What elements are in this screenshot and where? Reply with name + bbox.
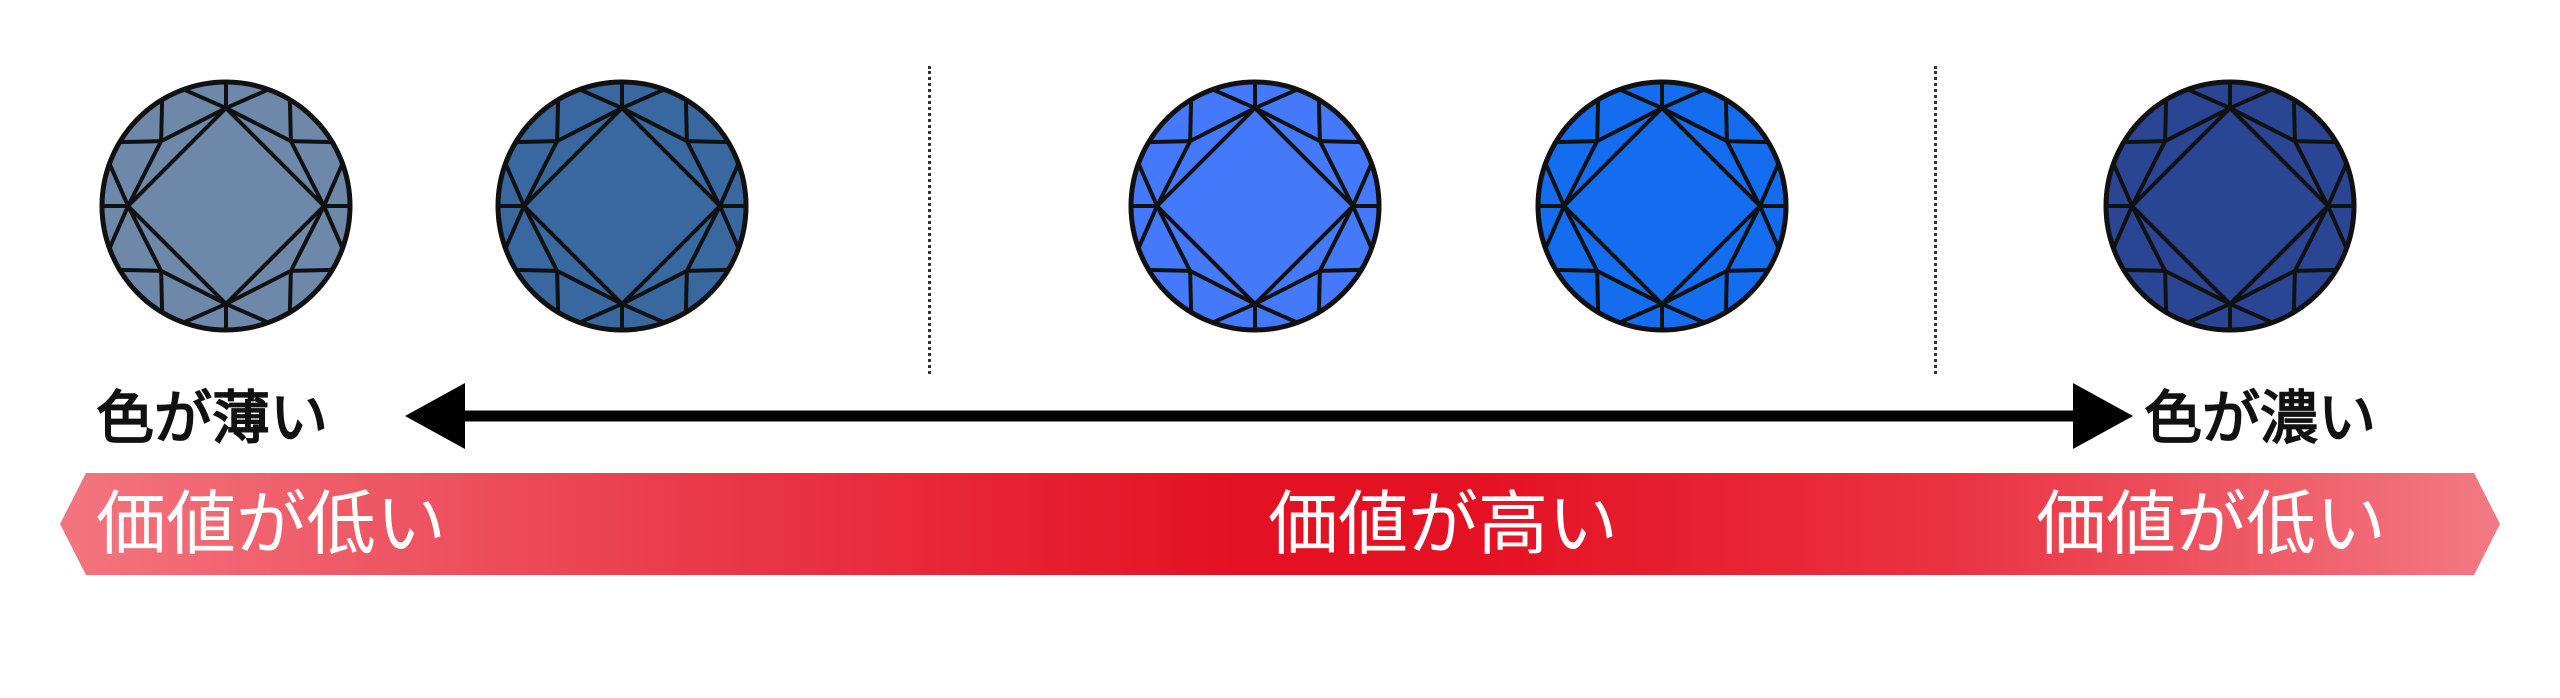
dark-color-label: 色が濃い <box>2144 384 2377 452</box>
value-low-label-left: 価値が低い <box>96 483 446 565</box>
color-scale-arrow <box>405 383 2133 449</box>
gem-2 <box>495 79 749 333</box>
light-color-label: 色が薄い <box>96 384 329 452</box>
value-low-label-right: 価値が低い <box>2036 483 2386 565</box>
gem-5 <box>2103 79 2357 333</box>
divider-right <box>1934 66 1937 374</box>
gem-4 <box>1535 79 1789 333</box>
divider-left <box>928 66 931 374</box>
value-band <box>60 473 2500 575</box>
gem-1 <box>99 79 353 333</box>
gem-3 <box>1128 79 1382 333</box>
value-high-label: 価値が高い <box>1268 483 1618 565</box>
